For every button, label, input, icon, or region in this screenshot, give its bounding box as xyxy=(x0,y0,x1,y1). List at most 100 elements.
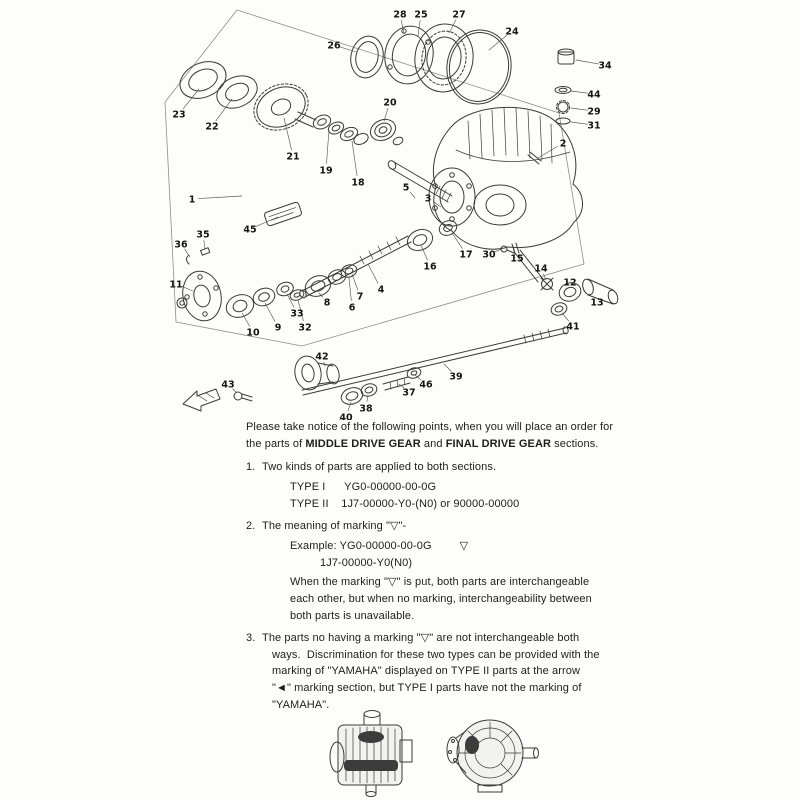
leader-line-28 xyxy=(400,20,405,35)
caution-plate-45 xyxy=(264,201,302,227)
part-label-3: 3 xyxy=(425,193,432,204)
part-label-1: 1 xyxy=(189,194,196,205)
note-2-para-line3: both parts is unavailable. xyxy=(290,609,415,622)
part-label-19: 19 xyxy=(319,165,332,176)
leader-line-14 xyxy=(543,273,547,281)
leader-line-7 xyxy=(351,273,359,291)
note-item-1-text: Two kinds of parts are applied to both s… xyxy=(262,460,497,473)
o-ring-24 xyxy=(446,29,512,105)
leader-line-22 xyxy=(215,98,233,122)
part-label-34: 34 xyxy=(598,60,612,71)
leader-line-40 xyxy=(347,401,352,412)
companion-flange-group xyxy=(176,270,305,322)
leader-line-36 xyxy=(184,249,191,258)
leader-line-21 xyxy=(283,117,292,150)
leader-line-3 xyxy=(433,201,442,208)
leader-line-4 xyxy=(367,263,379,284)
washer-44 xyxy=(554,86,572,94)
part-label-38: 38 xyxy=(359,403,373,414)
type-2-code: TYPE II 1J7-00000-Y0-(N0) or 90000-00000 xyxy=(290,498,520,511)
note-item-3-line3: marking of "YAMAHA" displayed on TYPE II… xyxy=(272,665,580,678)
notes-intro-line2: the parts of MIDDLE DRIVE GEAR and FINAL… xyxy=(246,436,614,453)
part-label-37: 37 xyxy=(402,387,415,398)
drive-pinion-shaft-5-3 xyxy=(387,160,453,203)
part-label-2: 2 xyxy=(560,138,567,149)
note-item-2-number: 2. xyxy=(246,519,256,532)
notes-intro-line1: Please take notice of the following poin… xyxy=(246,421,614,433)
leader-line-17 xyxy=(451,232,463,249)
leader-line-42 xyxy=(323,361,326,367)
part-label-7: 7 xyxy=(357,291,364,302)
leader-line-9 xyxy=(264,302,276,322)
part-label-40: 40 xyxy=(339,412,353,420)
part-label-10: 10 xyxy=(246,327,260,338)
final-drive-gear-case xyxy=(428,106,583,255)
ring-gear-27 xyxy=(414,23,474,93)
part-label-12: 12 xyxy=(563,277,576,288)
part-label-13: 13 xyxy=(590,297,603,308)
part-label-17: 17 xyxy=(459,249,472,260)
leader-line-2 xyxy=(537,146,558,159)
part-label-39: 39 xyxy=(449,371,462,382)
part-label-24: 24 xyxy=(505,26,519,37)
leader-line-25 xyxy=(417,20,421,37)
part-label-15: 15 xyxy=(510,253,523,264)
leader-line-18 xyxy=(351,140,358,176)
part-label-14: 14 xyxy=(534,263,548,274)
part-label-26: 26 xyxy=(327,40,341,51)
leader-line-29 xyxy=(570,107,588,111)
part-label-32: 32 xyxy=(298,322,311,333)
stud-2 xyxy=(527,151,542,165)
bearing-8-washers-7-6 xyxy=(304,264,358,297)
example-code: Example: YG0-00000-00-0G xyxy=(290,539,432,552)
leader-line-46 xyxy=(414,374,422,381)
part-label-41: 41 xyxy=(566,321,579,332)
note-item-3: 3. The parts no having a marking "▽" are … xyxy=(246,630,614,647)
part-label-33: 33 xyxy=(290,308,303,319)
intro2-mid: and xyxy=(420,437,446,450)
bolt-43 xyxy=(233,391,253,402)
example-line2: 1J7-00000-Y0(N0) xyxy=(320,556,413,569)
assembled-units-illustrations xyxy=(329,710,539,797)
seal-rings-23-22 xyxy=(179,61,258,109)
plug-34 xyxy=(557,48,575,65)
middle-drive-gear-unit-illustration xyxy=(329,710,413,797)
part-label-9: 9 xyxy=(275,322,282,333)
type-1-code: TYPE I YG0-00000-00-0G xyxy=(290,481,437,494)
intro2-pre: the parts of xyxy=(246,437,306,450)
leader-line-20 xyxy=(383,107,389,122)
leader-line-32 xyxy=(297,299,304,322)
bearing-20 xyxy=(369,118,404,146)
part-label-31: 31 xyxy=(587,120,600,131)
bolt-30 xyxy=(500,245,515,254)
leader-line-26 xyxy=(339,46,357,53)
part-label-23: 23 xyxy=(172,109,185,120)
part-label-18: 18 xyxy=(351,177,365,188)
part-label-8: 8 xyxy=(324,297,331,308)
leader-line-1 xyxy=(198,195,243,199)
note-item-3-line1: The parts no having a marking "▽" are no… xyxy=(262,631,580,644)
part-label-29: 29 xyxy=(587,106,600,117)
leader-line-5 xyxy=(409,191,416,199)
part-label-35: 35 xyxy=(196,229,209,240)
leader-line-35 xyxy=(203,240,206,250)
section-border xyxy=(164,9,585,347)
leader-line-37 xyxy=(398,383,405,389)
leader-line-43 xyxy=(232,388,237,393)
part-label-25: 25 xyxy=(414,9,427,20)
bearing-16-spacer-17 xyxy=(406,220,458,252)
part-label-46: 46 xyxy=(419,379,433,390)
final-drive-gear-unit-illustration xyxy=(446,719,539,793)
coupling-group-14-12-13-41 xyxy=(514,249,619,316)
drive-shaft-39 xyxy=(301,326,569,396)
note-item-2: 2.The meaning of marking "▽"- xyxy=(246,518,614,535)
part-label-42: 42 xyxy=(315,351,328,362)
triangle-mark: ▽ xyxy=(459,539,469,552)
part-label-22: 22 xyxy=(205,121,218,132)
middle-drive-gear-label: MIDDLE DRIVE GEAR xyxy=(305,437,421,450)
part-label-28: 28 xyxy=(393,9,407,20)
note-item-1-number: 1. xyxy=(246,460,256,473)
leader-line-34 xyxy=(575,59,599,65)
note-item-3-number: 3. xyxy=(246,631,256,644)
